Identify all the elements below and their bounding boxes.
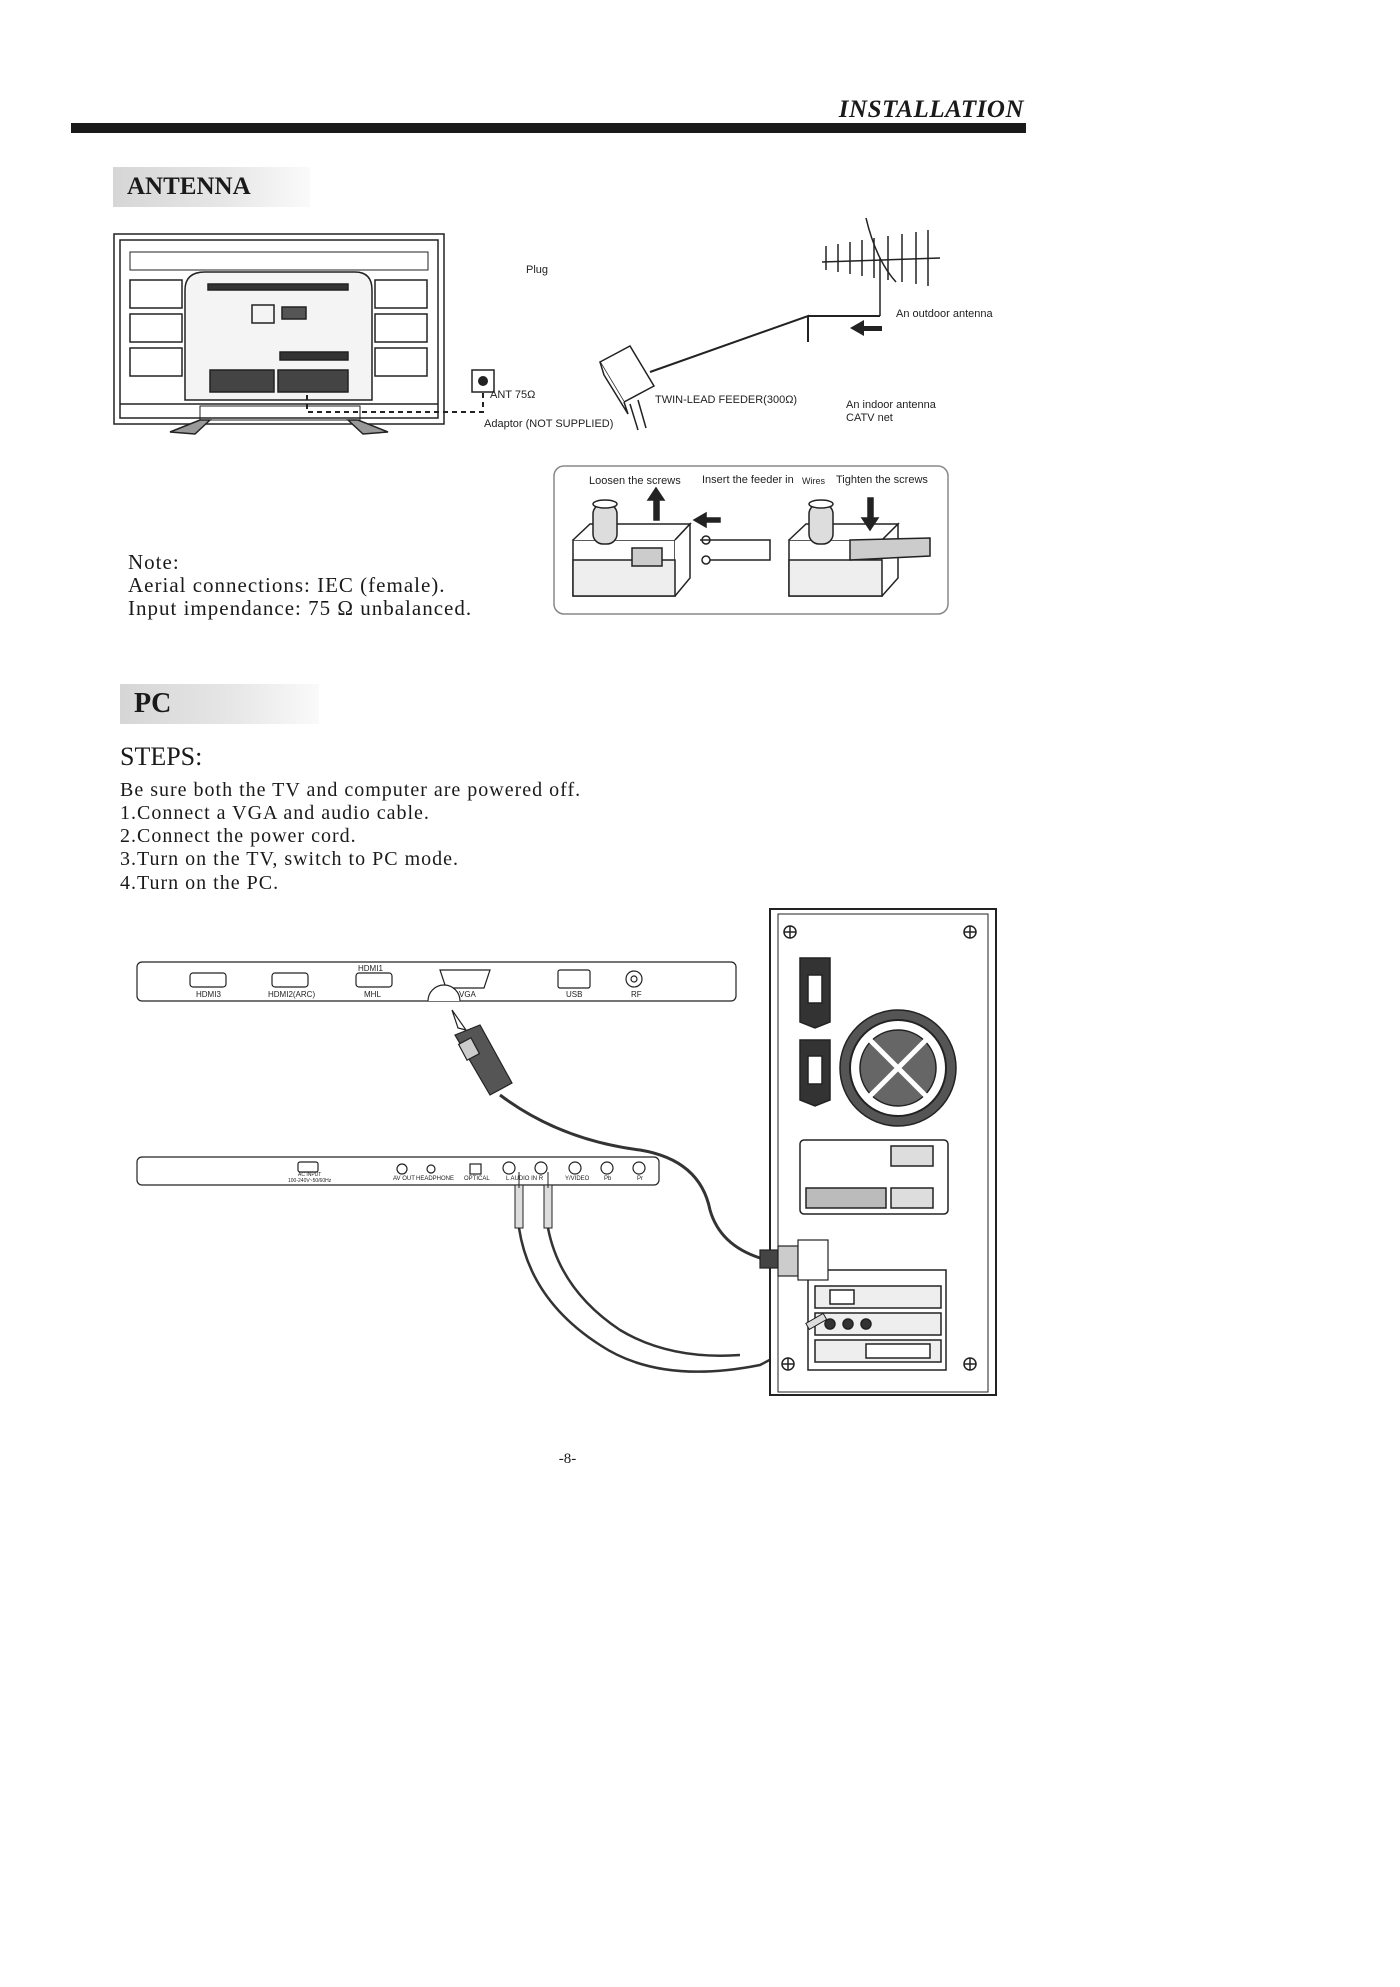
step-line: 3.Turn on the TV, switch to PC mode. xyxy=(120,848,459,870)
tv-top-port-panel xyxy=(136,961,737,1002)
steps-title: STEPS: xyxy=(120,742,203,771)
antenna-section-heading: ANTENNA xyxy=(113,167,310,207)
headphone-label: HEADPHONE xyxy=(416,1176,455,1182)
step-line: Be sure both the TV and computer are pow… xyxy=(120,779,582,801)
arrow-left-icon xyxy=(850,320,882,336)
outdoor-antenna-label: An outdoor antenna xyxy=(896,308,993,320)
note-line-aerial: Aerial connections: IEC (female). xyxy=(128,573,446,597)
note-title: Note: xyxy=(128,550,180,574)
usb-label: USB xyxy=(566,990,583,999)
pc-tower-illustration xyxy=(769,908,997,1396)
pc-connection-diagram xyxy=(136,908,997,1396)
tighten-label: Tighten the screws xyxy=(836,474,928,486)
vga-plug-tv-side xyxy=(451,1009,513,1096)
page-header-title: INSTALLATION xyxy=(838,96,1024,123)
ac-voltage-label: 100-240V~50/60Hz xyxy=(288,1178,332,1184)
antenna-diagram xyxy=(113,217,949,615)
av-out-label: AV OUT xyxy=(393,1176,415,1182)
indoor-antenna-label: An indoor antenna xyxy=(846,399,936,411)
dashed-connection xyxy=(306,392,484,413)
hdmi1-label: HDMI1 xyxy=(358,964,383,973)
insert-label: Insert the feeder in xyxy=(702,474,794,486)
step-line: 1.Connect a VGA and audio cable. xyxy=(120,802,430,824)
ant-label: ANT 75Ω xyxy=(490,389,536,401)
yvideo-label: Y/VIDEO xyxy=(565,1176,590,1182)
audio-plug-pc-side xyxy=(805,1312,828,1331)
loosen-label: Loosen the screws xyxy=(589,475,681,487)
tv-bottom-port-panel xyxy=(136,1156,660,1186)
step-line: 2.Connect the power cord. xyxy=(120,825,357,847)
plug-label: Plug xyxy=(526,264,549,276)
catv-label: CATV net xyxy=(846,412,893,424)
connector-block-loosen xyxy=(572,486,692,597)
hdmi3-label: HDMI3 xyxy=(196,990,221,999)
adaptor-label: Adaptor (NOT SUPPLIED) xyxy=(484,418,614,430)
tv-back-illustration xyxy=(113,233,445,435)
vga-plug-pc-side xyxy=(759,1239,829,1281)
connector-block-tighten xyxy=(788,497,931,597)
ac-input-label: AC INPUT xyxy=(298,1172,322,1178)
adaptor-plug-illustration xyxy=(598,345,656,431)
optical-label: OPTICAL xyxy=(464,1176,490,1182)
header-rule xyxy=(71,123,1026,133)
insert-feeder-illustration xyxy=(692,511,771,565)
vga-label: VGA xyxy=(459,990,476,999)
mhl-label: MHL xyxy=(364,990,381,999)
wires-label: Wires xyxy=(802,476,825,486)
rf-label: RF xyxy=(631,990,642,999)
pc-section-heading: PC xyxy=(120,684,319,724)
pb-label: Pb xyxy=(604,1176,612,1182)
step-line: 4.Turn on the PC. xyxy=(120,872,280,894)
hdmi2-label: HDMI2(ARC) xyxy=(268,990,316,999)
audio-in-label: L AUDIO IN R xyxy=(506,1176,544,1182)
note-line-impedance: Input impendance: 75 Ω unbalanced. xyxy=(128,596,473,620)
vga-cable xyxy=(499,1093,761,1260)
pr-label: Pr xyxy=(637,1176,643,1182)
page-number: -8- xyxy=(558,1451,577,1467)
feeder-label: TWIN-LEAD FEEDER(300Ω) xyxy=(655,394,798,406)
audio-plugs-tv-side xyxy=(514,1172,553,1229)
outdoor-antenna-icon xyxy=(821,217,941,316)
